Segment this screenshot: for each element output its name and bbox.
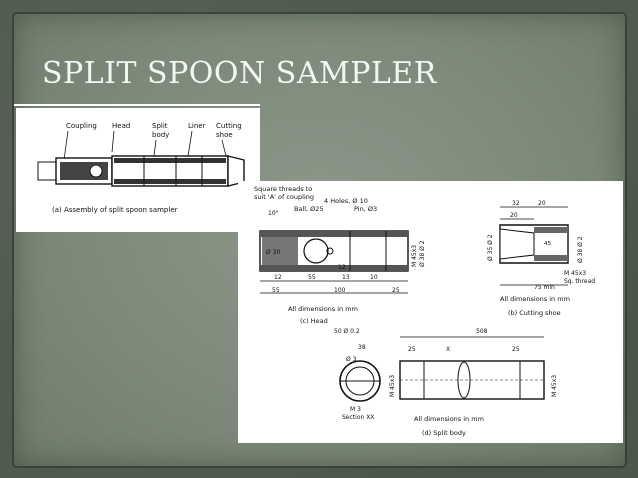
label-coupling: Coupling (66, 122, 97, 130)
label-holes: 4 Holes, Ø 10 (324, 197, 368, 205)
label-head-13: 13 (342, 274, 350, 281)
caption-head: (c) Head (300, 317, 328, 325)
label-angle-10: 10° (268, 210, 279, 217)
title-underline (14, 104, 260, 106)
label-head-55b: 55 (272, 287, 280, 294)
label-pin: Pin, Ø3 (354, 205, 377, 213)
label-head-100: 100 (334, 287, 346, 294)
label-split-dia3: Ø 3 (346, 356, 357, 363)
label-shoe-20a: 20 (538, 200, 546, 207)
label-body: body (152, 131, 169, 139)
label-shoe: shoe (216, 131, 233, 139)
component-drawings-panel: Square threads to suit 'A' of coupling 1… (238, 181, 623, 443)
label-ball: Ball, Ø25 (294, 205, 324, 213)
label-shoe-thread: M 45x3 (564, 270, 586, 277)
slide-title: SPLIT SPOON SAMPLER (42, 56, 437, 91)
label-split-50: 50 Ø 0.2 (334, 328, 360, 335)
note-head-dimensions: All dimensions in mm (288, 305, 358, 313)
label-split: Split (152, 122, 168, 130)
assembly-figure: Coupling Head Split body Liner Cutting s… (16, 108, 260, 232)
label-shoe-20b: 20 (510, 212, 518, 219)
label-split-508: 508 (476, 328, 488, 335)
label-shoe-45: 45 (544, 241, 551, 247)
label-split-thread-right: M 45x3 (551, 375, 558, 397)
component-drawings: Square threads to suit 'A' of coupling 1… (254, 185, 595, 437)
label-shoe-dia-left: Ø 35 Ø 2 (487, 234, 494, 261)
label-head-10: 10 (370, 274, 378, 281)
caption-cutting-shoe: (b) Cutting shoe (508, 309, 561, 317)
label-head-25: 25 (392, 287, 400, 294)
label-liner: Liner (188, 122, 206, 130)
label-shoe-32: 32 (512, 200, 520, 207)
leader-lines (63, 130, 227, 161)
label-dia-30: Ø 30 (266, 249, 280, 256)
label-head: Head (112, 122, 130, 130)
label-head-12a: 12 (274, 274, 282, 281)
label-split-thread-left: M 45x3 (389, 375, 396, 397)
label-head-dia: Ø 38 Ø 2 (419, 240, 426, 267)
label-head-thread: M 45x3 (411, 245, 418, 267)
caption-assembly: (a) Assembly of split spoon sampler (52, 206, 178, 214)
label-split-x: X (446, 346, 450, 353)
label-head-55a: 55 (308, 274, 316, 281)
note-shoe-dimensions: All dimensions in mm (500, 295, 570, 303)
label-section-xx: Section XX (342, 414, 374, 421)
label-split-38: 38 (358, 344, 366, 351)
note-split-dimensions: All dimensions in mm (414, 415, 484, 423)
label-cutting: Cutting (216, 122, 242, 130)
assembly-drawing: Coupling Head Split body Liner Cutting s… (37, 122, 245, 214)
head-drawing: Square threads to suit 'A' of coupling 1… (254, 185, 426, 325)
cutting-shoe-drawing: 32 20 20 45 Ø 35 Ø 2 Ø 38 Ø 2 M 45x3 Sq.… (487, 200, 595, 317)
label-split-m3: M 3 (350, 406, 361, 413)
label-split-25b: 25 (512, 346, 520, 353)
label-head-12b: 12 (338, 264, 346, 271)
sampler-body (37, 155, 245, 187)
label-square-threads: Square threads to (254, 185, 312, 193)
label-shoe-dia-right: Ø 38 Ø 2 (577, 236, 584, 263)
split-body-drawing: 50 Ø 0.2 38 Ø 3 M 3 Section XX 508 25 X … (334, 328, 558, 437)
label-shoe-sq-thread: Sq. thread (564, 278, 595, 285)
caption-split-body: (d) Split body (422, 429, 466, 437)
label-split-25a: 25 (408, 346, 416, 353)
label-shoe-75min: 75 min (534, 284, 555, 291)
label-suit-coupling: suit 'A' of coupling (254, 193, 314, 201)
